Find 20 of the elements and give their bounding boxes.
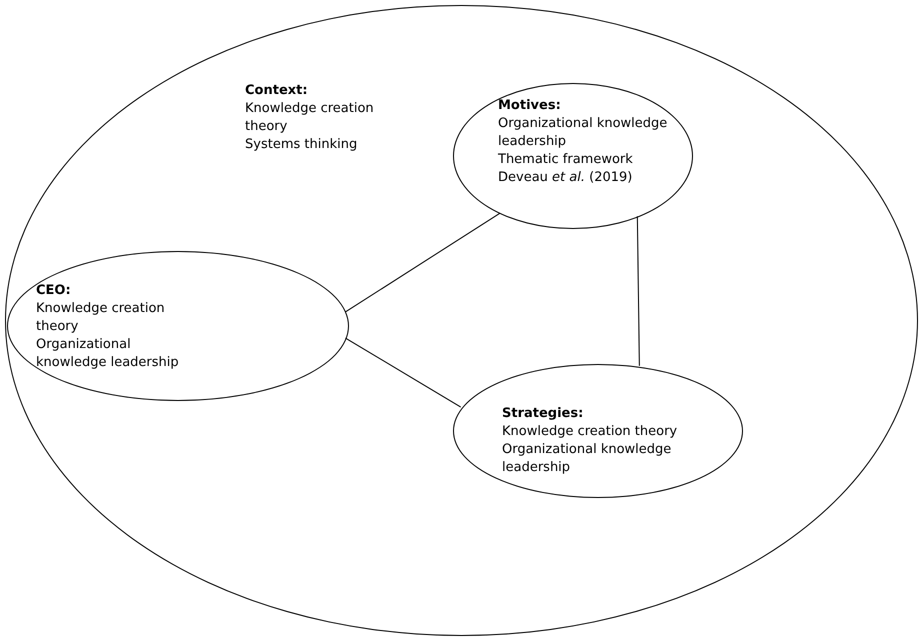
node-heading: Motives: — [498, 97, 562, 115]
node-text: Organizational knowledge leadership — [502, 441, 672, 477]
ellipse-node — [7, 251, 349, 401]
node-text: Organizational knowledge leadership — [498, 115, 668, 151]
node-heading: Strategies: — [502, 405, 584, 423]
connector-line — [344, 338, 462, 408]
node-text: Systems thinking — [245, 136, 358, 154]
ellipse-node — [453, 83, 693, 229]
connector-line — [636, 216, 640, 366]
node-text: Deveau et al. (2019) — [498, 169, 634, 187]
node-heading: CEO: — [36, 282, 72, 300]
ellipse-node — [453, 364, 743, 498]
node-text: Organizational knowledge leadership — [36, 336, 180, 372]
node-heading: Context: — [245, 82, 309, 100]
node-text: Thematic framework — [498, 151, 634, 169]
connector-line — [344, 212, 500, 312]
node-text: Knowledge creation theory — [245, 100, 375, 136]
ellipse-node — [5, 5, 918, 636]
node-text: Knowledge creation theory — [502, 423, 678, 441]
node-text: Knowledge creation theory — [36, 300, 166, 336]
